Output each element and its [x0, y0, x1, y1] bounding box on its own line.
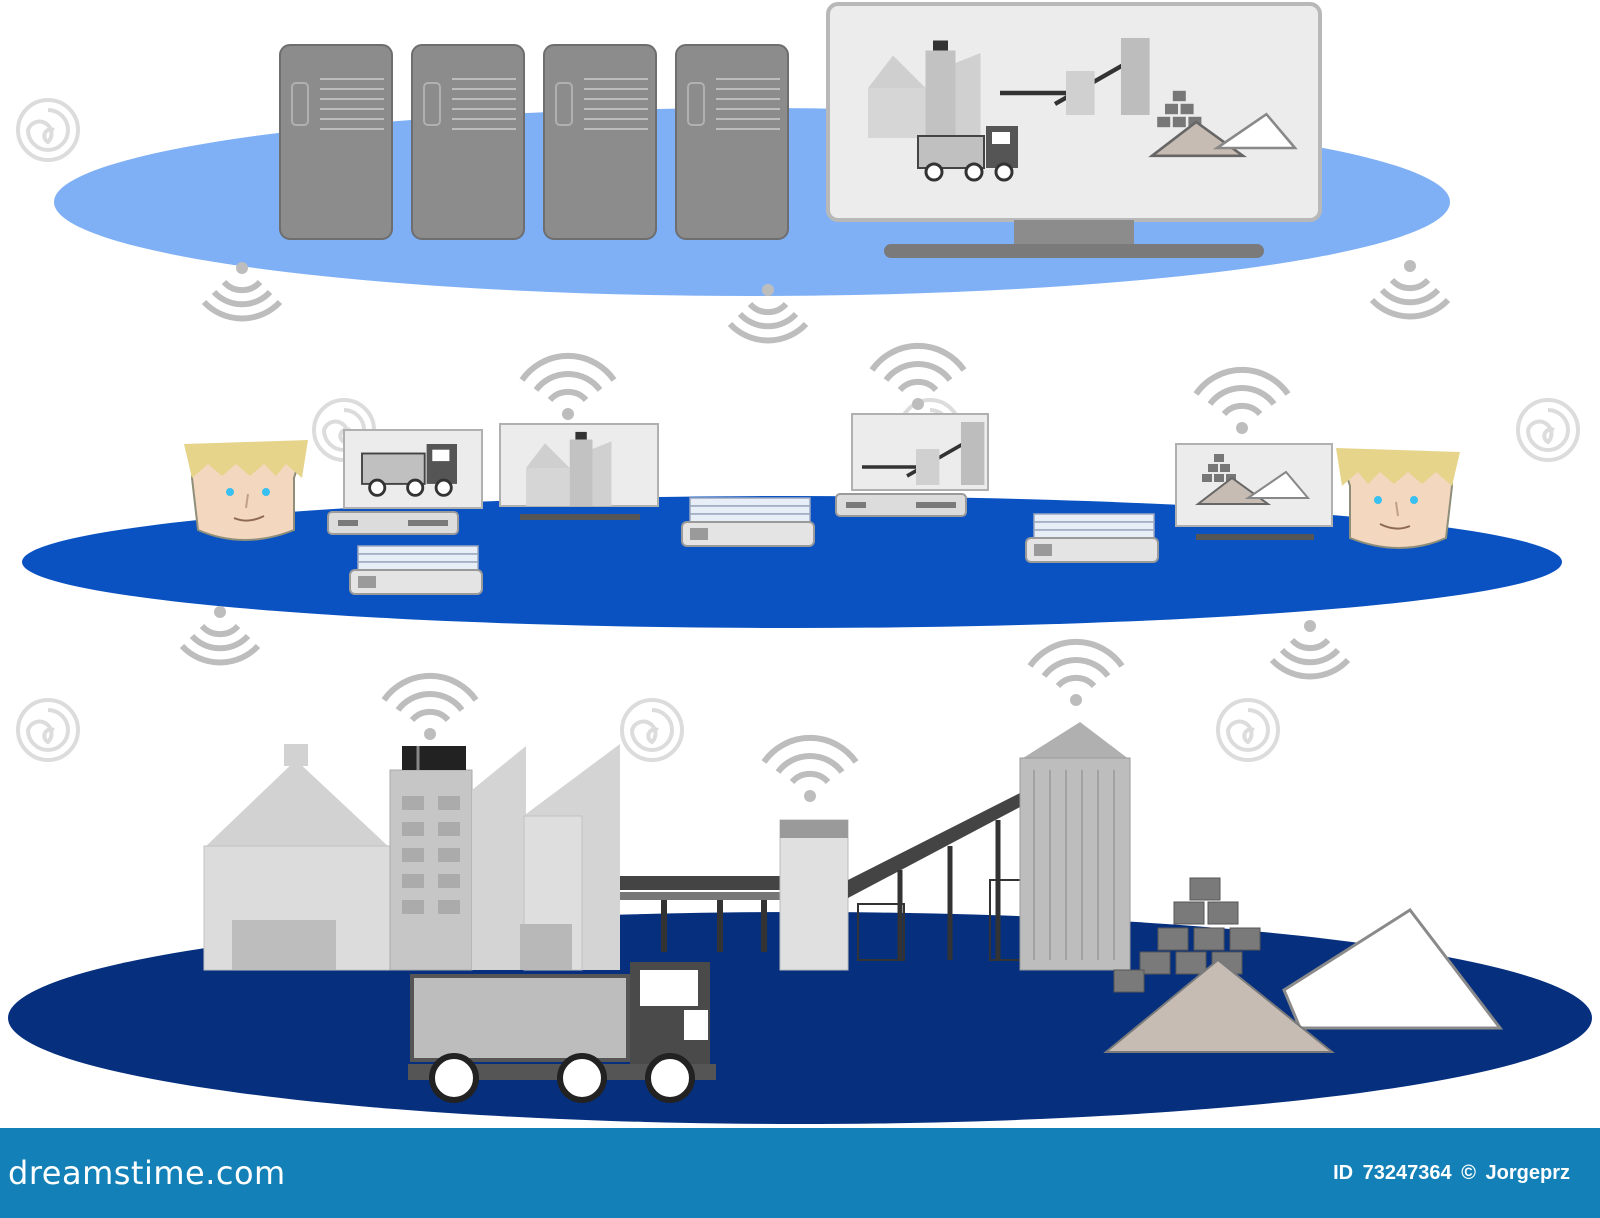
spiral-watermark-icon: [16, 98, 80, 162]
spiral-watermark-icon: [1216, 698, 1280, 762]
silo-icon: [1019, 722, 1131, 971]
book-stack-icon: [1025, 513, 1159, 563]
wifi-icon: [1272, 620, 1348, 677]
book-stack-icon: [681, 497, 815, 547]
wifi-icon: [872, 346, 964, 410]
wifi-icon: [764, 738, 856, 802]
truck-icon: [408, 962, 716, 1103]
wifi-icon: [204, 262, 280, 319]
material-piles-icon: [1103, 877, 1504, 1053]
iot-network-diagram: [8, 2, 1592, 1124]
server-rack-icon: [279, 44, 393, 240]
wifi-icon: [384, 676, 476, 740]
footer-bar: dreamstime.com ID 73247364 © Jorgeprz: [0, 1128, 1600, 1218]
wifi-icon: [1030, 642, 1122, 706]
image-credit: ID 73247364 © Jorgeprz: [1329, 1162, 1570, 1185]
operator-layer: [22, 346, 1562, 628]
copyright-symbol: ©: [1461, 1162, 1476, 1184]
cloud-server-layer: [54, 2, 1450, 296]
person-face-icon: [183, 439, 309, 541]
monitor-icon: [499, 423, 659, 520]
spiral-watermark-icon: [16, 698, 80, 762]
laptop-icon: [835, 413, 989, 517]
person-face-icon: [1335, 447, 1461, 549]
wifi-icon: [182, 606, 258, 663]
wifi-icon: [1372, 260, 1448, 317]
factory-icon: [203, 744, 620, 971]
laptop-icon: [327, 429, 483, 535]
monitor-icon: [1175, 443, 1333, 540]
wifi-icon: [522, 356, 614, 420]
id-label: ID: [1333, 1162, 1354, 1184]
book-stack-icon: [349, 545, 483, 595]
wifi-icon: [1196, 370, 1288, 434]
server-rack-icon: [543, 44, 657, 240]
server-rack-icon: [675, 44, 789, 240]
id-value: 73247364: [1362, 1162, 1452, 1184]
author-name[interactable]: Jorgeprz: [1485, 1162, 1570, 1184]
server-rack-icon: [411, 44, 525, 240]
monitor-icon: [826, 2, 1322, 258]
plant-layer: [8, 642, 1592, 1124]
spiral-watermark-icon: [620, 698, 684, 762]
spiral-watermark-icon: [1516, 398, 1580, 462]
conveyor-icon: [620, 792, 1023, 971]
brand-logo-text[interactable]: dreamstime.com: [8, 1154, 286, 1192]
